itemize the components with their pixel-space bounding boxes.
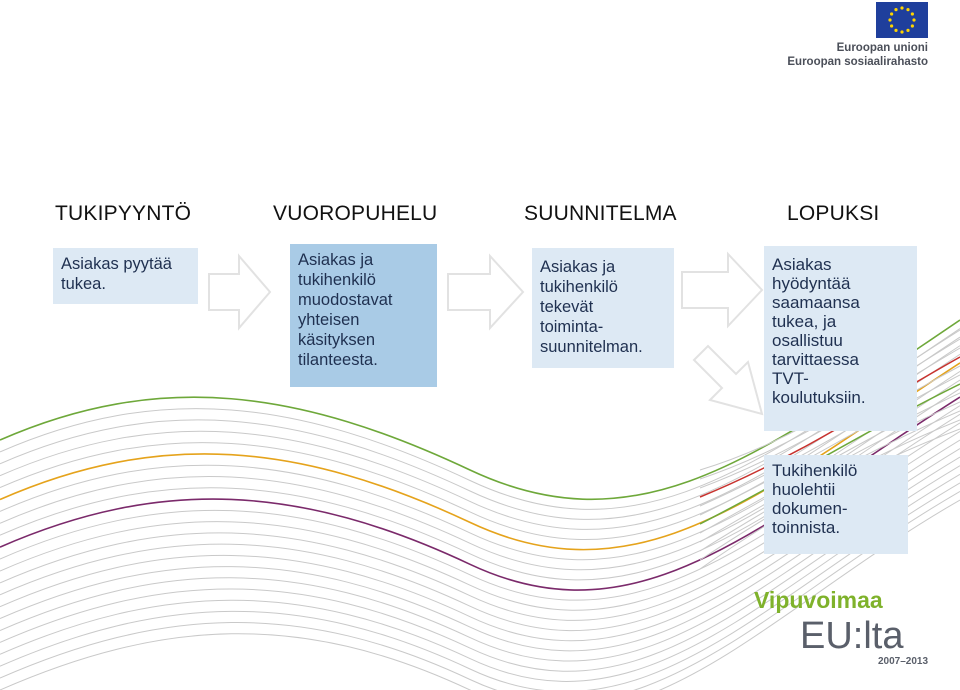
vipuvoimaa-eulta-logo: Vipuvoimaa EU:lta 2007–2013 — [754, 587, 928, 667]
arrow-right-icon — [447, 253, 525, 331]
wave-line — [0, 482, 960, 690]
arrow-down-right-icon — [692, 344, 764, 416]
step-text: Tukihenkilö huolehtii dokumen- toinnista… — [772, 461, 858, 537]
wave-line — [699, 365, 960, 507]
wave-line — [0, 490, 960, 690]
wave-line — [0, 456, 960, 662]
eu-star-icon — [906, 28, 910, 32]
step-box-lopuksi: Asiakas hyödyntää saamaansa tukea, ja os… — [764, 246, 917, 431]
wave-line — [699, 383, 960, 525]
eu-star-icon — [894, 28, 898, 32]
step-text: Asiakas ja tukihenkilö tekevät toiminta-… — [540, 258, 643, 356]
eu-star-icon — [910, 12, 914, 16]
arrow-right-icon — [208, 253, 272, 331]
wave-line — [0, 465, 960, 672]
eu-social-fund-text: Euroopan sosiaalirahasto — [787, 56, 928, 68]
step-box-vuoropuhelu: Asiakas ja tukihenkilö muodostavat yhtei… — [290, 244, 437, 387]
arrow-right-icon — [681, 251, 764, 329]
wave-line — [0, 473, 960, 682]
step-text: Asiakas hyödyntää saamaansa tukea, ja os… — [772, 255, 866, 407]
eu-star-icon — [900, 30, 904, 34]
wave-line — [0, 336, 960, 520]
step-text: Asiakas pyytää tukea. — [61, 255, 172, 293]
vipuvoimaa-text: Vipuvoimaa — [754, 587, 883, 613]
eu-star-icon — [890, 24, 894, 28]
heading-vuoropuhelu: VUOROPUHELU — [273, 202, 438, 225]
eu-star-icon — [910, 24, 914, 28]
heading-tukipyynto: TUKIPYYNTÖ — [55, 202, 192, 225]
eu-star-icon — [900, 6, 904, 10]
eu-lta-text: EU:lta — [800, 615, 904, 657]
eu-star-icon — [890, 12, 894, 16]
step-box-dokumentointi: Tukihenkilö huolehtii dokumen- toinnista… — [764, 455, 908, 554]
eu-star-icon — [894, 8, 898, 12]
years-text: 2007–2013 — [878, 656, 928, 667]
wave-line — [0, 499, 960, 690]
eu-union-text: Euroopan unioni — [836, 42, 928, 54]
step-text: Asiakas ja tukihenkilö muodostavat yhtei… — [298, 251, 393, 369]
step-box-tukipyynto: Asiakas pyytää tukea. — [53, 248, 198, 304]
eu-star-icon — [906, 8, 910, 12]
heading-lopuksi: LOPUKSI — [787, 202, 880, 225]
wave-line — [699, 374, 960, 516]
eu-star-icon — [888, 18, 892, 22]
wave-line — [0, 448, 960, 652]
step-box-suunnitelma: Asiakas ja tukihenkilö tekevät toiminta-… — [532, 248, 674, 368]
heading-suunnitelma: SUUNNITELMA — [524, 202, 677, 225]
eu-flag-logo — [876, 2, 928, 38]
eu-star-icon — [912, 18, 916, 22]
wave-line — [0, 345, 960, 530]
